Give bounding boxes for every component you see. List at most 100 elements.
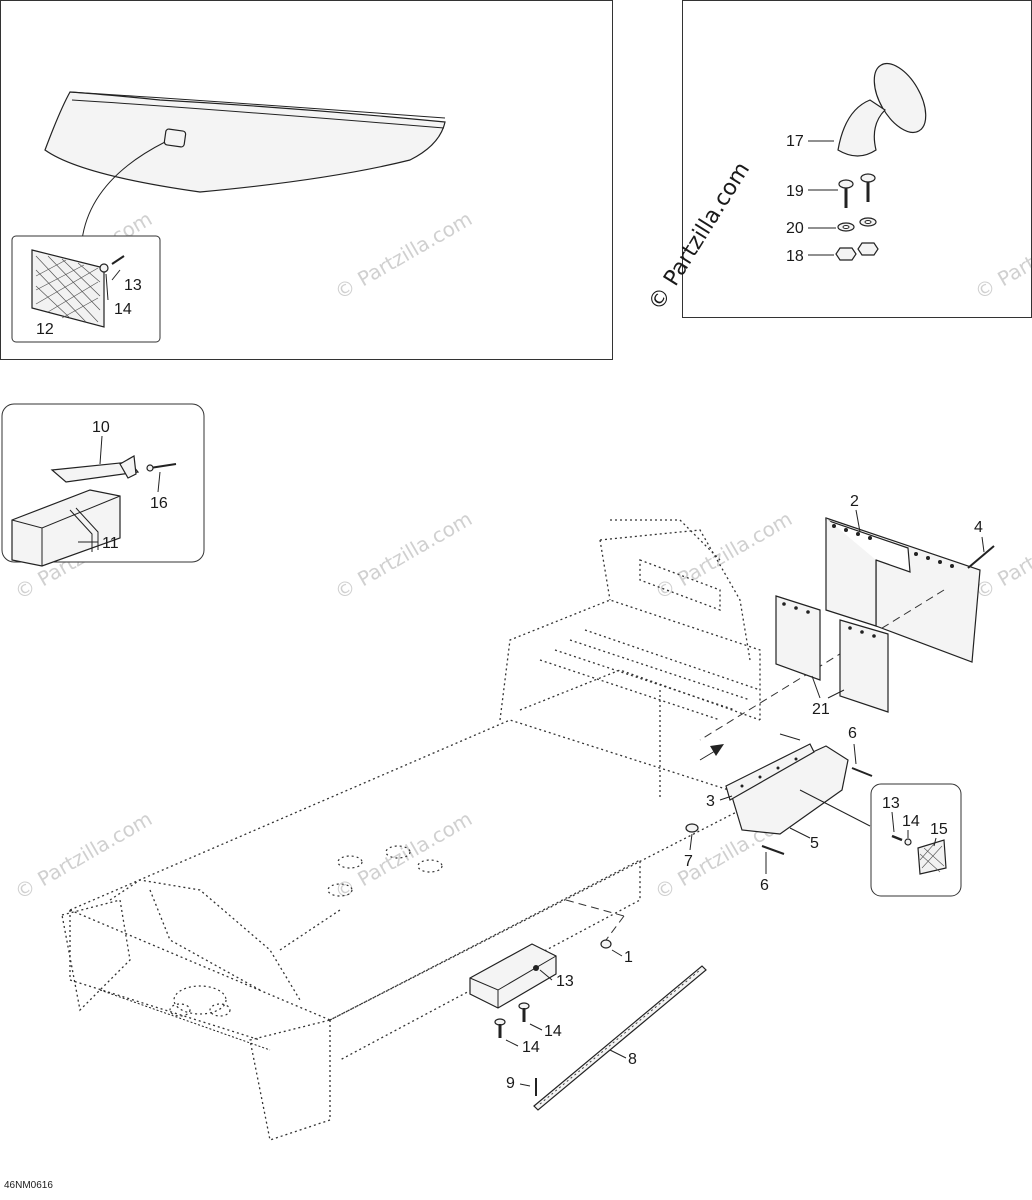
washer-20 — [837, 217, 877, 232]
leader-line — [111, 269, 121, 281]
watermark: © Partzilla.com — [971, 206, 1032, 304]
flap-21-right — [839, 619, 889, 713]
mirror-stem — [837, 99, 886, 157]
callout-14: 14 — [544, 1023, 562, 1040]
leader-line — [891, 811, 895, 833]
screw-19 — [838, 173, 876, 208]
rivet-head — [146, 464, 154, 472]
watermark: © Partzilla.com — [331, 506, 477, 604]
cover-13 — [469, 943, 557, 1009]
callout-3: 3 — [706, 793, 715, 810]
seat-edge — [71, 99, 445, 129]
leader-line — [539, 969, 553, 981]
rivet-6 — [761, 845, 785, 855]
frame-holes — [169, 845, 443, 1017]
reflector-location — [163, 128, 187, 148]
flap-2-holes — [832, 524, 954, 568]
leader-line — [81, 141, 166, 241]
strip-8 — [533, 965, 707, 1111]
leader-line — [529, 1023, 543, 1031]
frame-rail — [279, 909, 341, 951]
inset-rear-reflector: 13 14 15 — [870, 783, 962, 897]
bracket-10 — [50, 461, 140, 483]
tail-guard: 3 5 6 6 7 — [684, 725, 873, 894]
leader-line — [799, 789, 871, 827]
callout-16: 16 — [150, 495, 168, 512]
callout-14: 14 — [114, 301, 132, 318]
front-bulkhead — [61, 899, 131, 1012]
leader-line — [855, 509, 861, 533]
leader-line — [609, 1049, 627, 1059]
flap-21-holes — [782, 602, 876, 638]
inset-mirror: 17 19 20 18 © Partzilla.com — [644, 0, 1032, 318]
callout-2: 2 — [850, 493, 859, 510]
rivet-16 — [149, 463, 177, 469]
tunnel-front — [69, 910, 261, 1041]
watermark: © Partzilla.com — [11, 806, 157, 904]
callout-1: 1 — [624, 949, 633, 966]
tunnel-top — [68, 719, 762, 1021]
watermark: © Partzilla.com — [331, 806, 477, 904]
watermark: © Partzilla.com — [651, 506, 797, 604]
screw-13 — [111, 255, 125, 265]
assembly-line — [699, 589, 945, 741]
callout-9: 9 — [506, 1075, 515, 1092]
bracket-3-holes — [740, 757, 798, 788]
leader-line — [157, 471, 161, 493]
document-id: 46NM0616 — [4, 1180, 53, 1191]
seat-edge — [69, 91, 446, 119]
screw-14 — [494, 1002, 530, 1038]
washer-14 — [904, 838, 912, 846]
rack-bar — [599, 529, 751, 661]
arrow-head — [710, 744, 724, 756]
flap-21-left — [775, 595, 821, 681]
rack-base — [519, 669, 761, 721]
callout-6: 6 — [848, 725, 857, 742]
inset-seat-reflector: 13 14 12 — [0, 0, 613, 360]
callout-12: 12 — [36, 321, 54, 338]
leader-line — [105, 273, 109, 301]
assembly-line — [565, 899, 625, 917]
callout-14: 14 — [522, 1039, 540, 1056]
side-cover: 13 14 14 1 — [469, 899, 633, 1056]
callout-21: 21 — [812, 701, 830, 718]
leader-line — [719, 795, 733, 801]
tunnel-side — [329, 858, 641, 1061]
cover-hole — [533, 965, 539, 971]
callout-19: 19 — [786, 183, 804, 200]
leader-line — [827, 689, 845, 699]
leader-line — [811, 675, 821, 699]
leader-line — [99, 435, 103, 465]
mudflap-assembly: 2 4 21 — [699, 493, 995, 741]
inset-frame — [0, 0, 613, 360]
front-loop — [149, 889, 261, 991]
rack-plate — [639, 559, 721, 611]
rack-slats — [539, 629, 761, 721]
reflector-12 — [31, 249, 105, 328]
front-loop — [109, 879, 301, 1001]
guard-5 — [729, 745, 849, 835]
leader-line — [789, 827, 811, 839]
callout-15: 15 — [930, 821, 948, 838]
callout-13: 13 — [882, 795, 900, 812]
bag-straps — [69, 507, 99, 552]
frame-chain — [99, 989, 271, 1051]
rivet-6 — [851, 767, 873, 777]
rivet-4 — [967, 545, 995, 569]
seat-shape — [44, 91, 446, 193]
callout-20: 20 — [786, 220, 804, 237]
leader-line — [853, 743, 857, 765]
plug-1 — [600, 939, 612, 949]
callout-11: 11 — [102, 535, 119, 552]
callout-5: 5 — [810, 835, 819, 852]
callout-13: 13 — [124, 277, 142, 294]
rack-post — [599, 539, 611, 601]
callout-17: 17 — [786, 133, 804, 150]
leader-line — [689, 833, 693, 851]
screw-13 — [891, 834, 903, 842]
leader-line — [505, 1039, 519, 1047]
callout-18: 18 — [786, 248, 804, 265]
callout-13: 13 — [556, 973, 574, 990]
callout-10: 10 — [92, 419, 110, 436]
